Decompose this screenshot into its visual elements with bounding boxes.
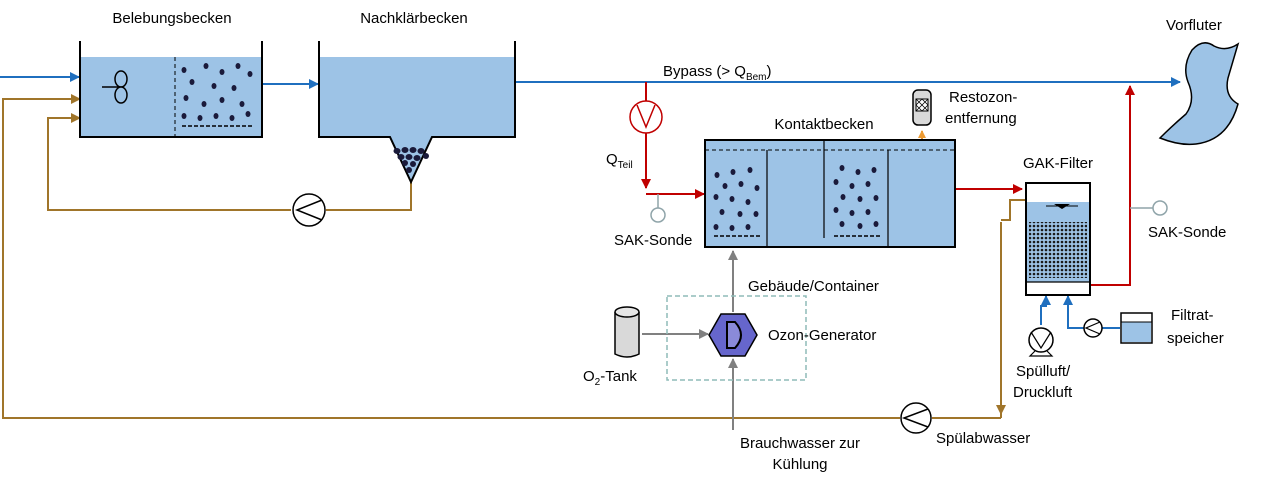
label-kontaktbecken: Kontaktbecken <box>774 116 873 133</box>
aeration-tank <box>79 41 263 138</box>
return-sludge-line-right <box>326 162 412 211</box>
water-lines <box>0 72 1181 329</box>
contact-bubbles-1 <box>713 167 760 231</box>
receiving-water-icon <box>1158 42 1240 146</box>
backwash-out-line <box>1001 199 1026 221</box>
label-gebaeude-container: Gebäude/Container <box>748 278 879 295</box>
treated-lines <box>641 82 1135 286</box>
return-sludge-pump-icon <box>292 193 326 227</box>
filtrate-storage-tank <box>1120 312 1153 344</box>
contact-tank <box>704 139 956 248</box>
label-nachklaerbecken: Nachklärbecken <box>360 10 468 27</box>
clarifier-sludge <box>393 147 429 173</box>
residual-ozone-destructor-icon <box>912 89 932 126</box>
flow-meter-icon <box>629 100 663 134</box>
label-filtrat-1: Filtrat- <box>1171 307 1214 324</box>
spuelluft-line <box>1040 295 1051 325</box>
backwash-pump-icon <box>900 402 932 434</box>
building-container-box <box>666 295 807 381</box>
label-qteil: QTeil <box>606 151 633 171</box>
air-compressor-icon <box>1028 327 1054 357</box>
label-vorfluter: Vorfluter <box>1166 17 1222 34</box>
clarifier-tank <box>318 41 516 185</box>
label-sak-sonde-left: SAK-Sonde <box>614 232 692 249</box>
backwash-return-left <box>2 94 900 419</box>
label-restozon-1: Restozon- <box>949 89 1017 106</box>
return-sludge-line-left <box>47 113 291 211</box>
ozone-generator-icon <box>708 313 758 357</box>
gak-filter <box>1025 182 1091 296</box>
sak-sonde-right-icon <box>1130 200 1168 216</box>
sludge-lines <box>2 94 1026 419</box>
sak-sonde-left-icon <box>650 194 666 223</box>
mixer-icon <box>102 70 128 104</box>
label-spuelluft-2: Druckluft <box>1013 384 1073 401</box>
label-brauchwasser-1: Brauchwasser zur <box>740 435 860 452</box>
label-filtrat-2: speicher <box>1167 330 1224 347</box>
text-labels: Belebungsbecken Nachklärbecken Vorfluter… <box>112 10 1226 473</box>
label-belebungsbecken: Belebungsbecken <box>112 10 231 27</box>
label-restozon-2: entfernung <box>945 110 1017 127</box>
label-brauchwasser-2: Kühlung <box>772 456 827 473</box>
o2-tank-icon <box>614 306 640 358</box>
label-spuelluft-1: Spülluft/ <box>1016 363 1071 380</box>
label-sak-sonde-right: SAK-Sonde <box>1148 224 1226 241</box>
ozone-lines <box>642 250 738 430</box>
label-o2-tank: O2-Tank <box>583 368 637 388</box>
label-bypass: Bypass (> QBem) <box>663 63 772 83</box>
label-ozon-generator: Ozon-Generator <box>768 327 876 344</box>
label-spuelabwasser: Spülabwasser <box>936 430 1030 447</box>
label-gak-filter: GAK-Filter <box>1023 155 1093 172</box>
gak-to-outfall-line <box>1090 85 1135 286</box>
filtrate-line <box>1063 295 1084 329</box>
contact-bubbles-2 <box>833 165 879 229</box>
filtrate-pump-icon <box>1083 318 1103 338</box>
aeration-bubbles <box>181 63 253 121</box>
